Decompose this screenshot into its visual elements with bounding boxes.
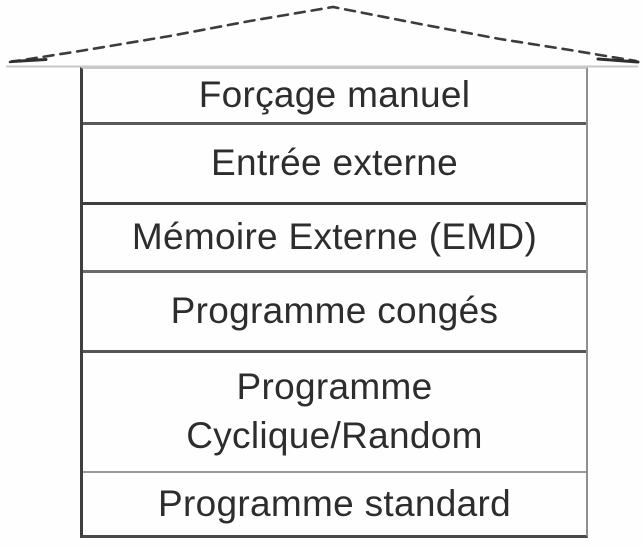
level-programme-conges: Programme congés bbox=[83, 273, 586, 353]
roof-outline-icon bbox=[6, 5, 640, 68]
level-label: Entrée externe bbox=[211, 142, 458, 184]
level-label: Programme Cyclique/Random bbox=[186, 366, 483, 456]
roof-dashed-line bbox=[8, 5, 638, 64]
priority-stack: Forçage manuel Entrée externe Mémoire Ex… bbox=[80, 67, 588, 538]
level-forcage-manuel: Forçage manuel bbox=[83, 69, 586, 125]
level-label: Forçage manuel bbox=[198, 74, 471, 116]
level-label: Mémoire Externe (EMD) bbox=[131, 216, 538, 258]
level-entree-externe: Entrée externe bbox=[83, 125, 586, 205]
level-label: Programme congés bbox=[170, 290, 499, 332]
level-memoire-externe-emd: Mémoire Externe (EMD) bbox=[83, 205, 586, 273]
level-label: Programme standard bbox=[158, 482, 511, 524]
level-programme-cyclique-random: Programme Cyclique/Random bbox=[83, 353, 586, 473]
roof-left-tip bbox=[10, 58, 48, 63]
roof-right-tip bbox=[596, 57, 640, 64]
level-programme-standard: Programme standard bbox=[83, 473, 586, 535]
